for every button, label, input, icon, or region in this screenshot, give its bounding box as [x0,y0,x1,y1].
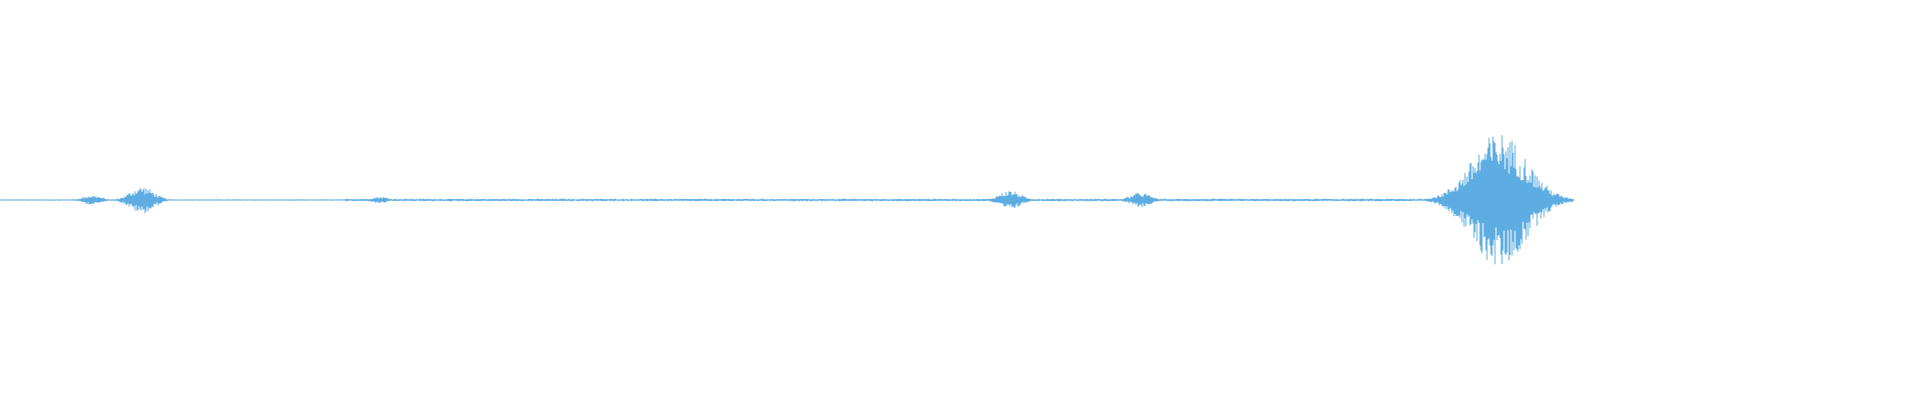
waveform-signal [0,135,1574,265]
